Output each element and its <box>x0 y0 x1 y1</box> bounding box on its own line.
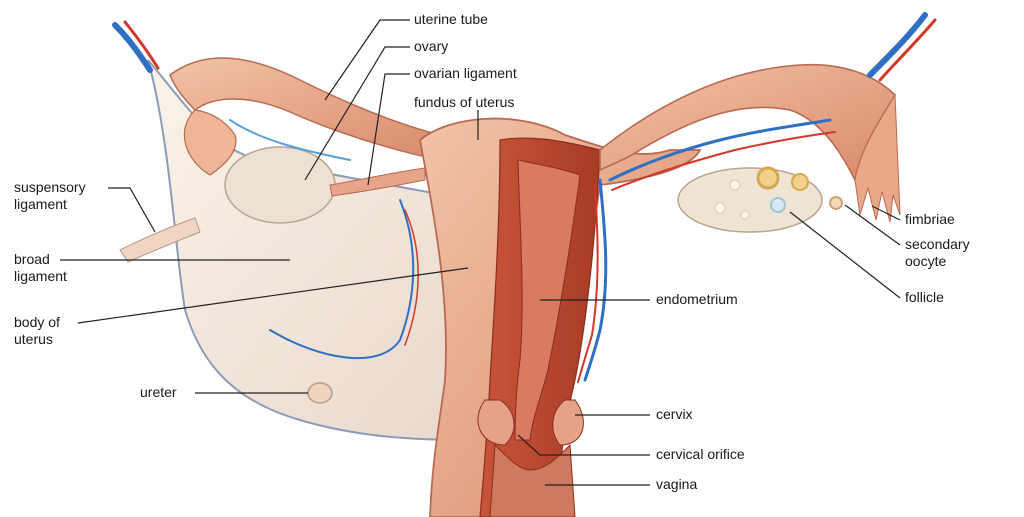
label-follicle: follicle <box>905 289 944 305</box>
label-fimbriae: fimbriae <box>905 211 955 227</box>
label-vagina: vagina <box>656 476 697 492</box>
secondary-oocyte-shape <box>830 197 842 209</box>
label-broad-ligament: broad ligament <box>14 251 67 284</box>
label-suspensory-ligament: suspensory ligament <box>14 179 89 212</box>
label-uterine-tube: uterine tube <box>414 11 488 27</box>
label-cervix: cervix <box>656 406 693 422</box>
label-ovarian-ligament: ovarian ligament <box>414 65 517 81</box>
label-endometrium: endometrium <box>656 291 738 307</box>
label-ureter: ureter <box>140 384 177 400</box>
label-body-of-uterus: body of uterus <box>14 314 64 347</box>
label-ovary: ovary <box>414 38 448 54</box>
label-fundus-of-uterus: fundus of uterus <box>414 94 514 110</box>
label-secondary-oocyte: secondary oocyte <box>905 236 973 269</box>
label-cervical-orifice: cervical orifice <box>656 446 745 462</box>
ureter-shape <box>308 383 332 403</box>
